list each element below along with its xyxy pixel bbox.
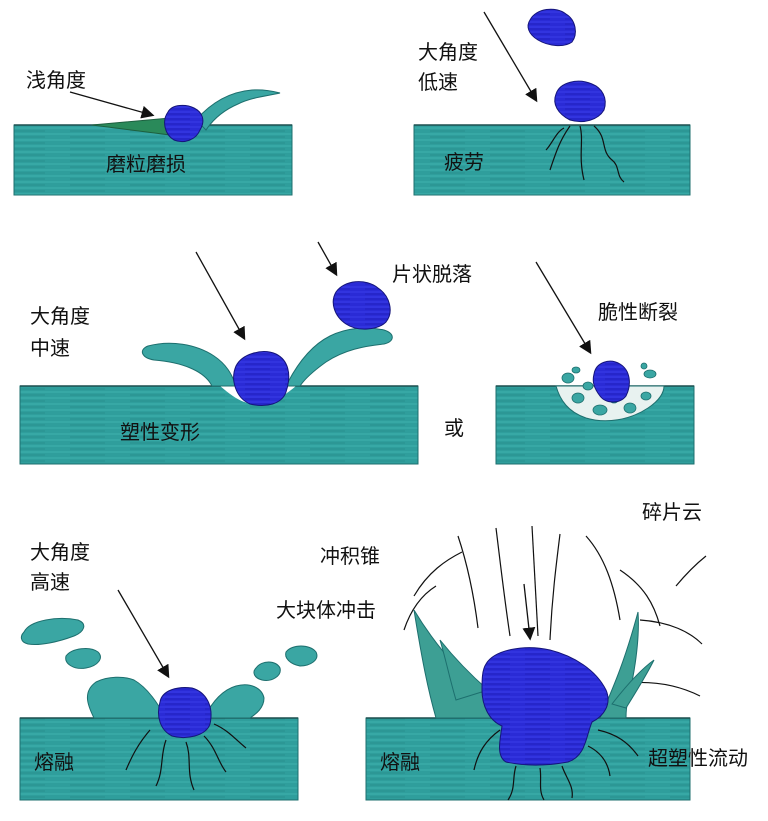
flake-spalling-label: 片状脱落 [392, 262, 472, 286]
particle [164, 104, 204, 143]
panel-bulk-impact [365, 525, 707, 801]
impact-arrow [117, 589, 170, 679]
particle-incoming [527, 8, 576, 47]
left-melt-lip [87, 676, 167, 719]
panel-melting [19, 589, 318, 801]
left-cone-2 [439, 639, 490, 701]
impact-arrow [535, 261, 592, 355]
particle [158, 687, 212, 738]
particle [554, 80, 606, 123]
low-speed-label: 低速 [418, 70, 458, 94]
debris-cloud-label: 碎片云 [642, 500, 702, 524]
fatigue-cracks [545, 125, 625, 183]
plastic-deformation-label: 塑性变形 [120, 420, 200, 444]
panel-shallow-angle [13, 89, 293, 196]
right-lip [285, 327, 393, 387]
impact-arrow [522, 583, 536, 641]
target-block [19, 385, 419, 465]
melting-label: 熔融 [34, 750, 74, 774]
fatigue-label: 疲劳 [444, 150, 484, 174]
right-melt-lip [203, 684, 265, 719]
bulk-melting-label: 熔融 [380, 750, 420, 774]
high-speed-label: 高速 [30, 570, 70, 594]
or-label: 或 [444, 416, 464, 440]
bulk-particle [481, 647, 609, 766]
right-cone-2 [611, 659, 655, 709]
flake-arrow [317, 241, 338, 277]
abrasive-wear-label: 磨粒磨损 [106, 152, 186, 176]
chip-curl [195, 89, 281, 131]
medium-speed-label: 中速 [30, 336, 70, 360]
large-angle-label: 大角度 [418, 40, 478, 64]
flake-particle [332, 281, 391, 330]
ejected-droplets [20, 618, 318, 681]
impact-arrow [69, 91, 155, 119]
melt-flow-lines [125, 723, 247, 791]
impact-arrow [195, 251, 246, 341]
particle [592, 360, 630, 403]
particle [233, 351, 290, 406]
left-lip [141, 342, 237, 387]
target-block [19, 717, 299, 801]
target-block [13, 124, 293, 196]
panel-brittle-fracture [495, 261, 695, 465]
bulk-impact-label: 大块体冲击 [276, 598, 376, 622]
plastic-flow-lines [473, 729, 639, 801]
large-angle-label: 大角度 [30, 304, 90, 328]
panel-plastic-deformation [19, 241, 419, 465]
panel-fatigue [413, 8, 691, 196]
shallow-angle-label: 浅角度 [26, 68, 86, 92]
brittle-fracture-label: 脆性断裂 [598, 300, 678, 324]
ejecta-cone-label: 冲积锥 [320, 544, 380, 568]
large-angle-label: 大角度 [30, 540, 90, 564]
impact-arrow [483, 11, 538, 103]
superplastic-flow-label: 超塑性流动 [648, 746, 748, 770]
